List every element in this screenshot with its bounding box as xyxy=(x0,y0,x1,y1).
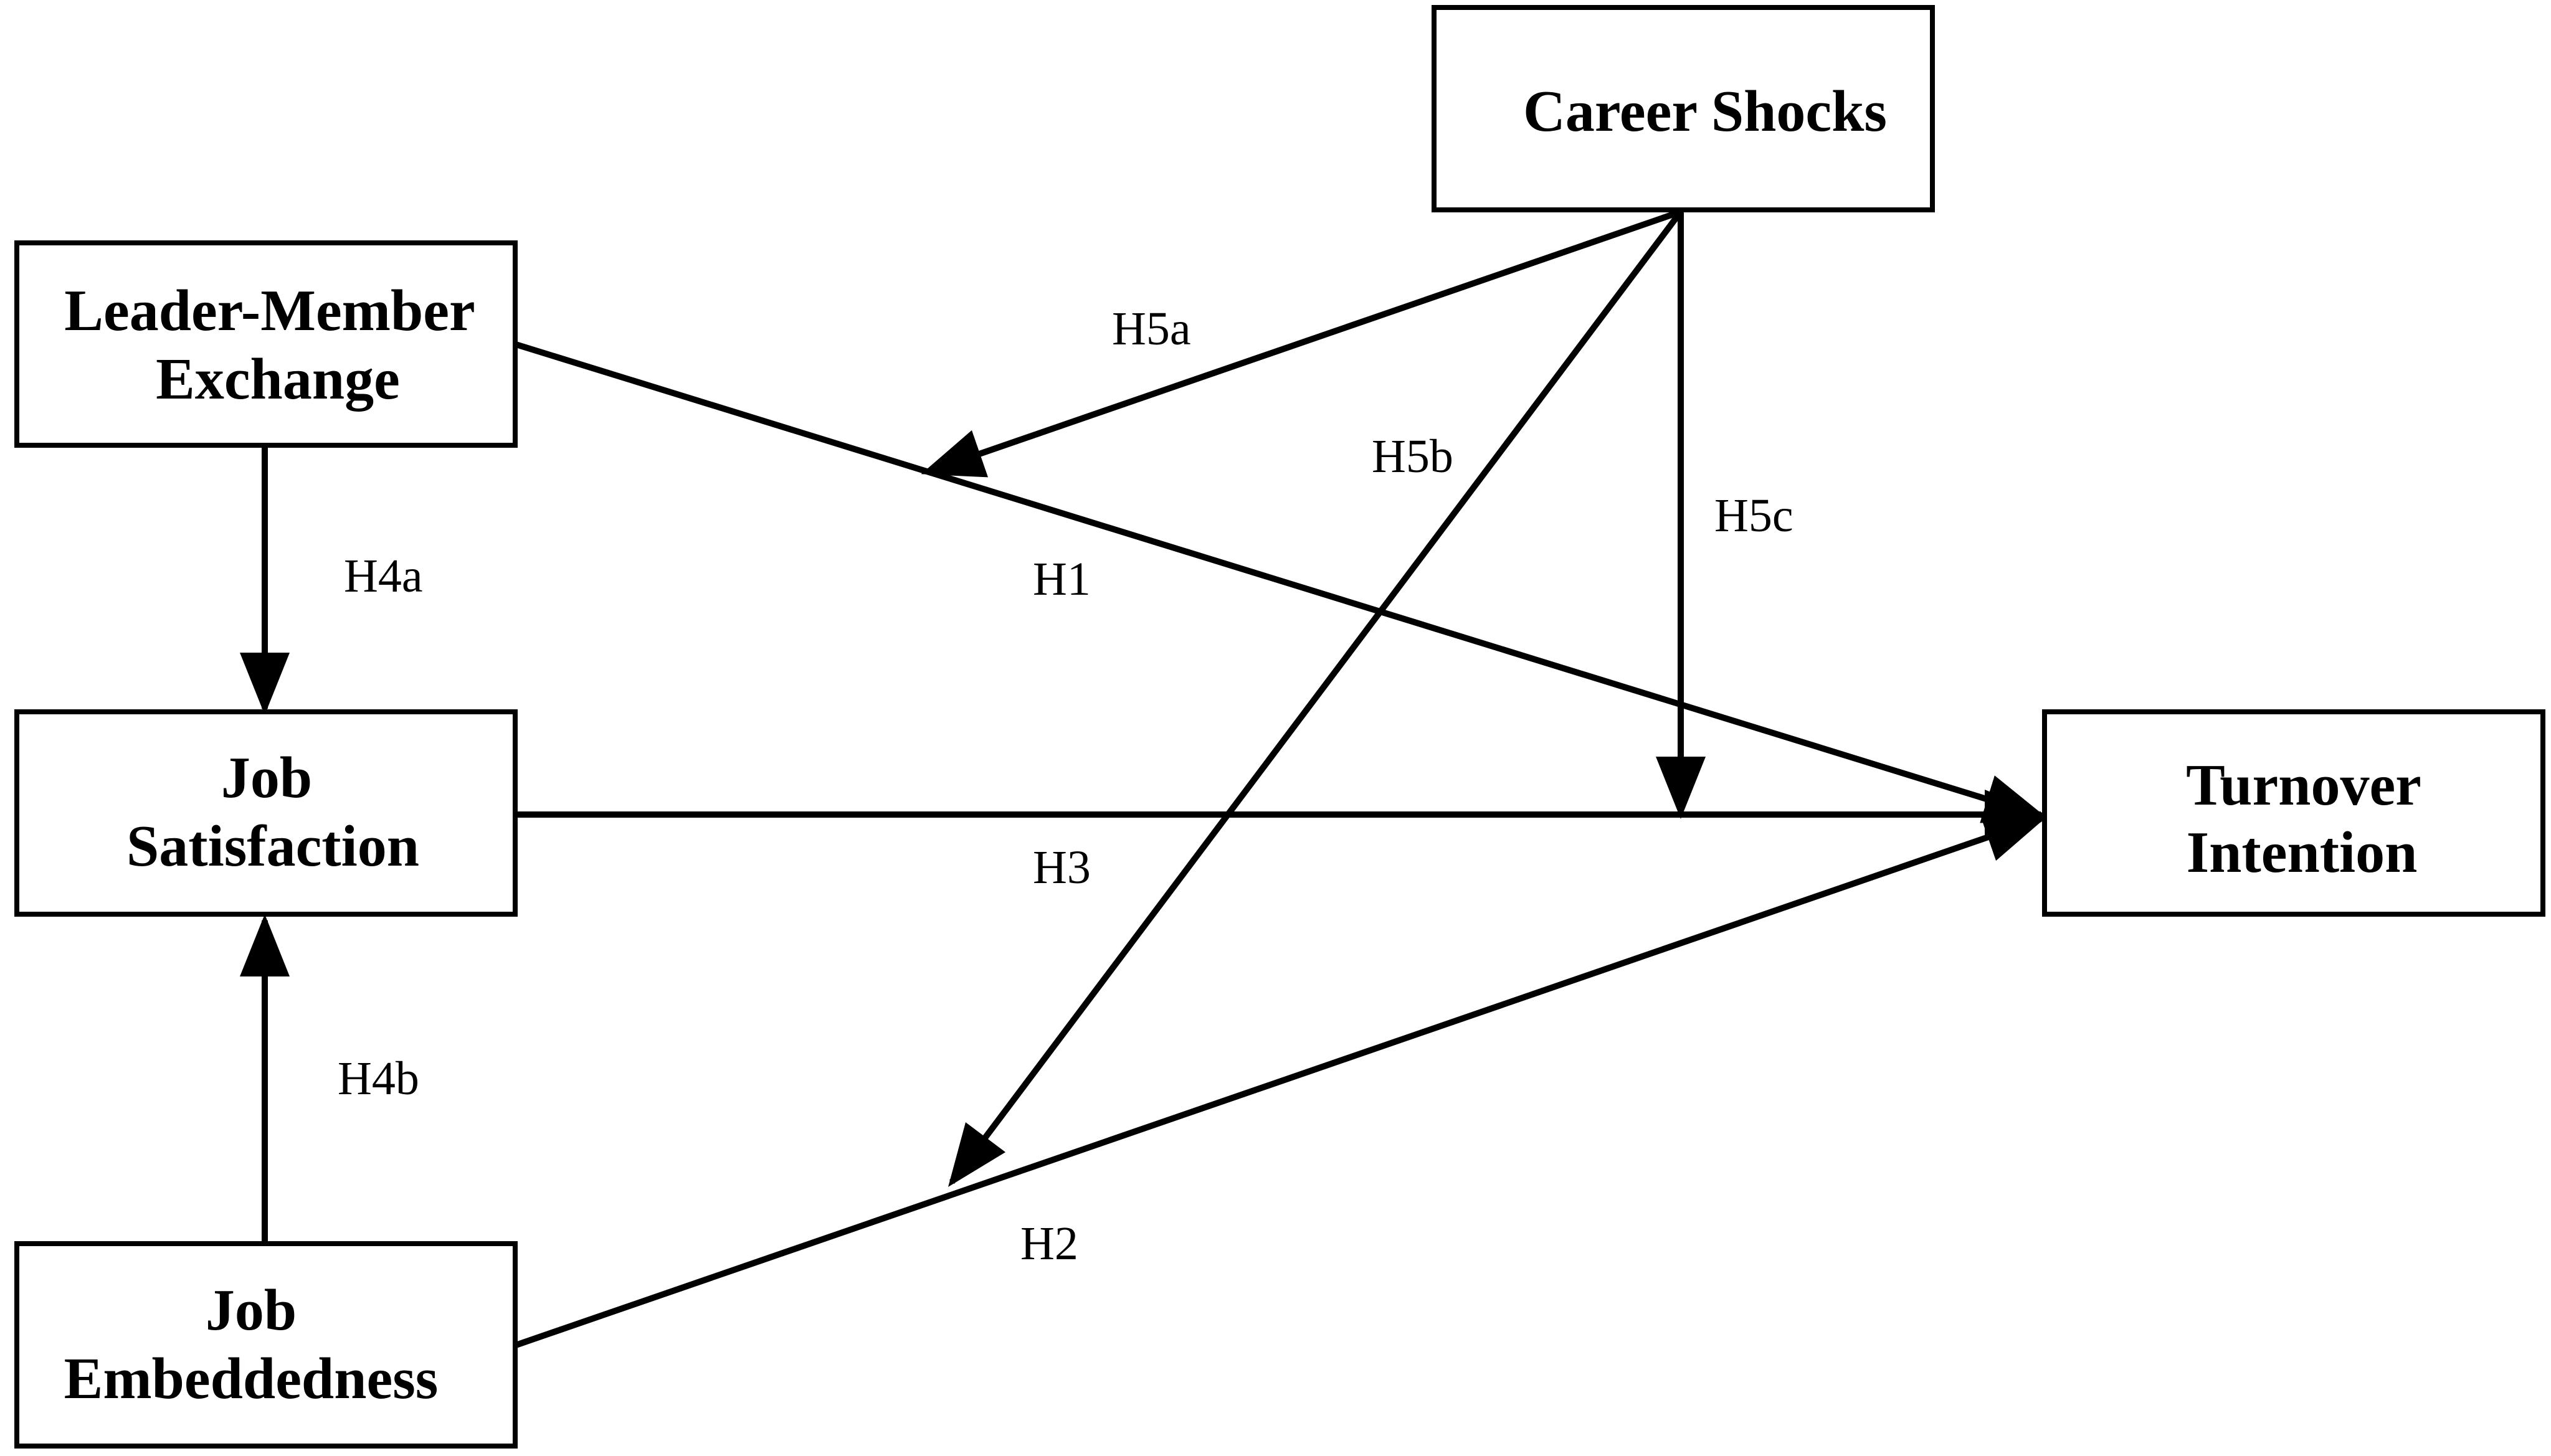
path-h5b-line xyxy=(948,209,1683,1187)
node-label-line-1: Leader-Member xyxy=(64,278,475,343)
node-career-shocks: Career Shocks xyxy=(1432,5,1935,212)
node-leader-member-exchange: Leader-Member Exchange xyxy=(14,240,518,448)
path-h5a-label: H5a xyxy=(1112,303,1191,355)
path-h3-label: H3 xyxy=(1033,841,1091,894)
node-label-line-2: Embeddedness xyxy=(64,1346,439,1411)
node-label-line-2: Intention xyxy=(2187,820,2418,885)
node-turnover-intention: Turnover Intention xyxy=(2042,709,2545,917)
path-h4b-label: H4b xyxy=(338,1052,419,1105)
path-h4a-label: H4a xyxy=(344,550,423,602)
path-h5b-label: H5b xyxy=(1372,430,1453,483)
node-label-line-1: Turnover xyxy=(2186,753,2421,818)
path-h1-line xyxy=(515,341,2047,823)
node-label-line-1: Job xyxy=(221,745,312,810)
path-lines xyxy=(240,209,2047,1348)
path-h2-label: H2 xyxy=(1020,1217,1078,1270)
node-label-line-1: Job xyxy=(206,1278,297,1343)
node-label: Career Shocks xyxy=(1523,79,1887,144)
node-box xyxy=(14,1241,518,1449)
node-box xyxy=(2042,709,2545,917)
node-box xyxy=(14,240,518,448)
node-job-satisfaction: Job Satisfaction xyxy=(14,709,518,917)
node-label-line-2: Satisfaction xyxy=(126,814,419,879)
path-labels: H1 H2 H3 H4a H4b H5a H5b H5c xyxy=(338,303,1793,1270)
node-box xyxy=(1432,5,1935,212)
node-box xyxy=(14,709,518,917)
path-h5a-line xyxy=(921,209,1682,478)
node-label-line-2: Exchange xyxy=(156,347,400,412)
node-job-embeddedness: Job Embeddedness xyxy=(14,1241,518,1449)
path-h5c-label: H5c xyxy=(1714,489,1793,542)
path-h1-label: H1 xyxy=(1033,553,1091,605)
path-h2-line xyxy=(515,813,2047,1348)
